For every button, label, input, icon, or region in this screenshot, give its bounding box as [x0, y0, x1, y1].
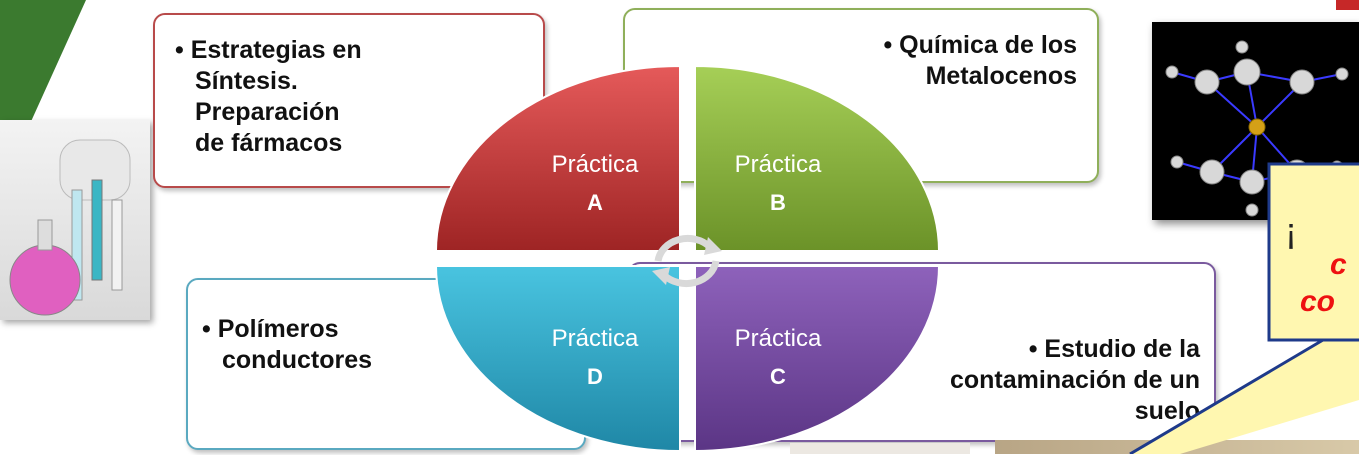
- cycle-arrowhead-bottom: [652, 267, 670, 285]
- bottom-image-fragment-left: [790, 443, 970, 454]
- quadrant-b: [694, 64, 941, 252]
- quadrant-d-label: Práctica: [552, 325, 639, 352]
- practice-quadrant-diagram: Práctica A Práctica B Práctica D Práctic…: [434, 64, 941, 453]
- red-corner-marker: [1336, 0, 1359, 10]
- cycle-arrow-top: [654, 234, 713, 262]
- cycle-arrow-bottom: [661, 260, 720, 288]
- quadrant-d-letter: D: [587, 364, 603, 389]
- quadrant-a-label: Práctica: [552, 151, 639, 178]
- quadrant-b-letter: B: [770, 190, 786, 215]
- speech-callout-shape: [1129, 162, 1359, 454]
- quadrant-c-label: Práctica: [735, 325, 822, 352]
- cycle-arrowhead-top: [704, 237, 722, 255]
- callout-line-1: c: [1330, 248, 1347, 281]
- quadrant-a-letter: A: [587, 190, 603, 215]
- quadrant-c-letter: C: [770, 364, 786, 389]
- topic-b-text: • Química de los Metalocenos: [883, 31, 1077, 90]
- quadrant-c: [694, 265, 941, 453]
- callout-line-2: co: [1300, 285, 1336, 318]
- glassware-photo: [0, 120, 150, 320]
- topic-d-text: • Polímeros conductores: [202, 315, 373, 374]
- quadrant-b-label: Práctica: [735, 151, 822, 178]
- callout-exclamation: ¡: [1285, 210, 1297, 251]
- topic-a-text: • Estrategias en Síntesis. Preparación d…: [175, 36, 362, 157]
- quadrant-a: [434, 64, 681, 252]
- quadrant-d: [434, 265, 681, 453]
